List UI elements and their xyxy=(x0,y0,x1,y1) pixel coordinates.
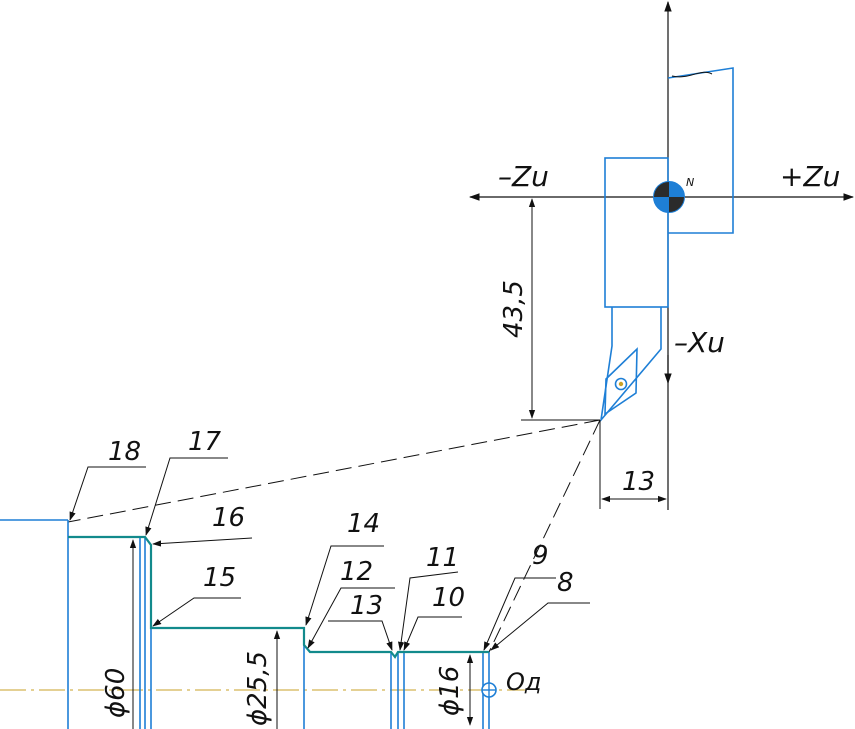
point-number-18: 18 xyxy=(108,437,141,467)
point-number-16: 16 xyxy=(212,503,245,533)
minus-z-axis-label: –Zu xyxy=(498,160,549,193)
point-number-17: 17 xyxy=(188,427,222,457)
dimension-13 xyxy=(599,420,667,509)
point-leaders xyxy=(69,457,590,651)
dimension-43-5-label: 43,5 xyxy=(499,280,529,338)
cutting-insert xyxy=(604,347,638,416)
point-number-12: 12 xyxy=(340,557,373,587)
tool-point-center-mark xyxy=(653,181,685,213)
rapid-travel-paths xyxy=(67,419,601,653)
minus-x-axis-label: –Xu xyxy=(674,326,725,359)
diameter-60-label: ϕ60 xyxy=(101,668,131,718)
point-number-11: 11 xyxy=(426,543,459,573)
point-number-10: 10 xyxy=(432,583,465,613)
point-number-8: 8 xyxy=(557,568,574,598)
tool-holder-block xyxy=(604,157,669,308)
point-number-14: 14 xyxy=(347,509,380,539)
turret-outline xyxy=(667,67,734,234)
point-number-13: 13 xyxy=(350,591,383,621)
tool-point-N-label: N xyxy=(686,176,694,189)
plus-z-axis-label: +Zu xyxy=(780,160,840,193)
point-number-9: 9 xyxy=(532,541,549,571)
point-number-15: 15 xyxy=(203,563,236,593)
part-origin-label: Oд xyxy=(506,668,541,696)
tool-shank xyxy=(599,307,662,423)
dimension-43-5 xyxy=(521,198,600,421)
dimension-13-label: 13 xyxy=(622,467,655,497)
diameter-16-label: ϕ16 xyxy=(435,666,465,716)
finished-profile xyxy=(68,535,489,659)
diameter-25-5-label: ϕ25,5 xyxy=(243,651,273,726)
part-origin-mark xyxy=(481,682,497,698)
